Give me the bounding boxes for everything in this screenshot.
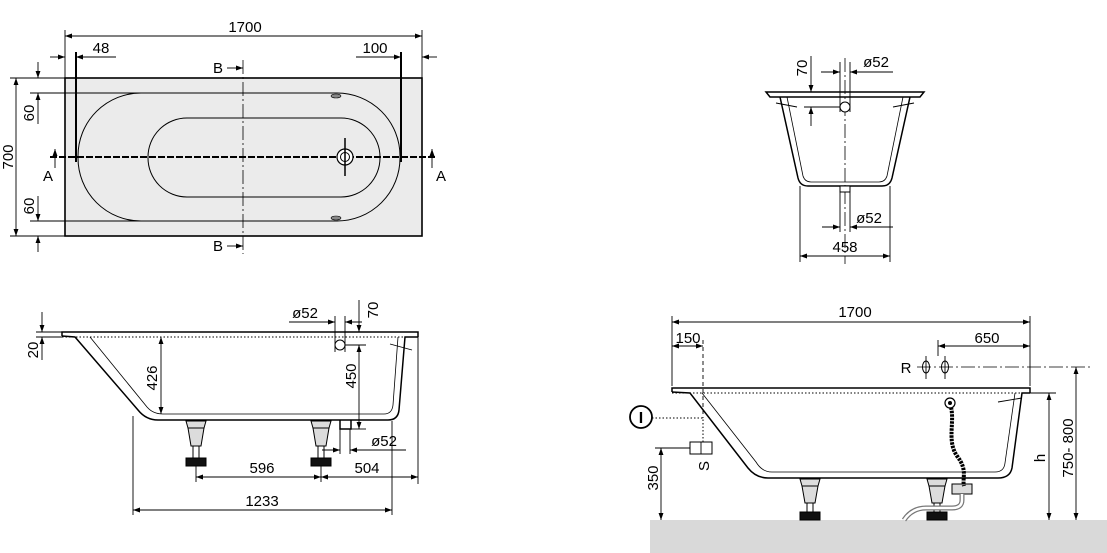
installation-view: 1700 150 650 R I S 350 h 750- 800 — [629, 304, 1107, 553]
foot-pad — [799, 478, 821, 487]
dim-feet-spacing: 596 — [249, 460, 274, 477]
dim-drain-diameter: ø52 — [371, 433, 397, 450]
foot-rod — [317, 445, 325, 459]
dim-inner-depth: 426 — [144, 365, 161, 390]
supply-label: S — [696, 461, 713, 471]
dim-waste-offset: 650 — [974, 330, 999, 347]
inlet-leader — [652, 417, 704, 442]
overflow-symbol — [922, 360, 930, 374]
dim-overall-length: 1700 — [228, 19, 261, 36]
foot-base — [799, 511, 821, 521]
dim-supply-height: 350 — [645, 465, 662, 490]
dim-height-range: 750- 800 — [1060, 418, 1077, 477]
cut-mark — [775, 102, 798, 108]
end-section-view: 70 ø52 ø52 458 — [764, 54, 926, 264]
dim-supply-offset: 150 — [675, 330, 700, 347]
plan-view: 1700 48 100 700 60 60 A A B B — [0, 19, 446, 255]
foot-body — [187, 427, 205, 447]
dim-bottom-rim: 60 — [21, 198, 38, 215]
overflow-mark-top — [330, 93, 342, 99]
tub-inner-wall — [701, 392, 1016, 473]
overflow-label: R — [901, 360, 912, 377]
overflow-hose — [948, 403, 966, 487]
drain-stub — [339, 420, 352, 430]
dim-overflow-height: 70 — [794, 60, 811, 77]
floor — [650, 520, 1107, 553]
foot-pad — [185, 420, 207, 429]
dim-base-length: 1233 — [245, 493, 278, 510]
foot-rod — [806, 502, 814, 513]
foot-left — [799, 478, 821, 521]
dim-base-width: 458 — [832, 239, 857, 256]
section-a-label-right: A — [436, 168, 446, 185]
overflow-opening — [334, 339, 346, 351]
dim-rim-height-label: h — [1032, 454, 1049, 462]
section-b-label-top: B — [213, 60, 223, 77]
foot-rod — [192, 445, 200, 459]
tub-inner-wall — [89, 336, 399, 415]
dim-overflow-height: 70 — [365, 302, 382, 319]
rim — [61, 331, 419, 337]
inlet-symbol: I — [639, 410, 643, 427]
foot-left — [185, 420, 207, 467]
foot-pad — [926, 478, 948, 487]
dim-rim-thickness: 20 — [25, 342, 42, 359]
side-section-view: 20 426 ø52 70 450 ø52 596 504 — [25, 300, 419, 515]
foot-body — [801, 485, 819, 504]
foot-body — [312, 427, 330, 447]
dim-overflow-diameter: ø52 — [292, 305, 318, 322]
cut-mark — [997, 397, 1023, 403]
dim-right-offset: 100 — [362, 40, 387, 57]
foot-base — [185, 457, 207, 467]
foot-right — [926, 478, 948, 521]
inlet-symbol-circle — [629, 405, 653, 429]
cut-mark — [892, 102, 915, 108]
overflow-fitting-inner — [948, 401, 952, 405]
dim-overall-length: 1700 — [838, 304, 871, 321]
cut-mark — [389, 343, 413, 351]
drain-stub — [839, 185, 851, 193]
foot-base — [926, 511, 948, 521]
tub-inner-wall — [786, 96, 904, 183]
dim-left-offset: 48 — [93, 40, 110, 57]
dim-foot-to-end: 504 — [354, 460, 379, 477]
dim-overall-width: 700 — [0, 144, 17, 169]
section-b-label-bottom: B — [213, 238, 223, 255]
overflow-symbol — [941, 360, 949, 374]
section-a-label-left: A — [43, 168, 53, 185]
waste-trap-edge — [902, 494, 964, 521]
overflow-mark-bottom — [330, 215, 342, 221]
rim — [671, 387, 1031, 393]
foot-body — [928, 485, 946, 504]
tub-outer-wall — [671, 391, 1030, 479]
dim-overflow-diameter: ø52 — [863, 54, 889, 71]
dim-top-rim: 60 — [21, 105, 38, 122]
foot-base — [310, 457, 332, 467]
tub-outer-wall — [61, 335, 418, 421]
foot-right — [310, 420, 332, 467]
rim — [764, 91, 926, 98]
foot-pad — [310, 420, 332, 429]
dim-drain-depth: 450 — [343, 363, 360, 388]
overflow-opening — [839, 101, 851, 113]
dim-drain-diameter: ø52 — [856, 210, 882, 227]
